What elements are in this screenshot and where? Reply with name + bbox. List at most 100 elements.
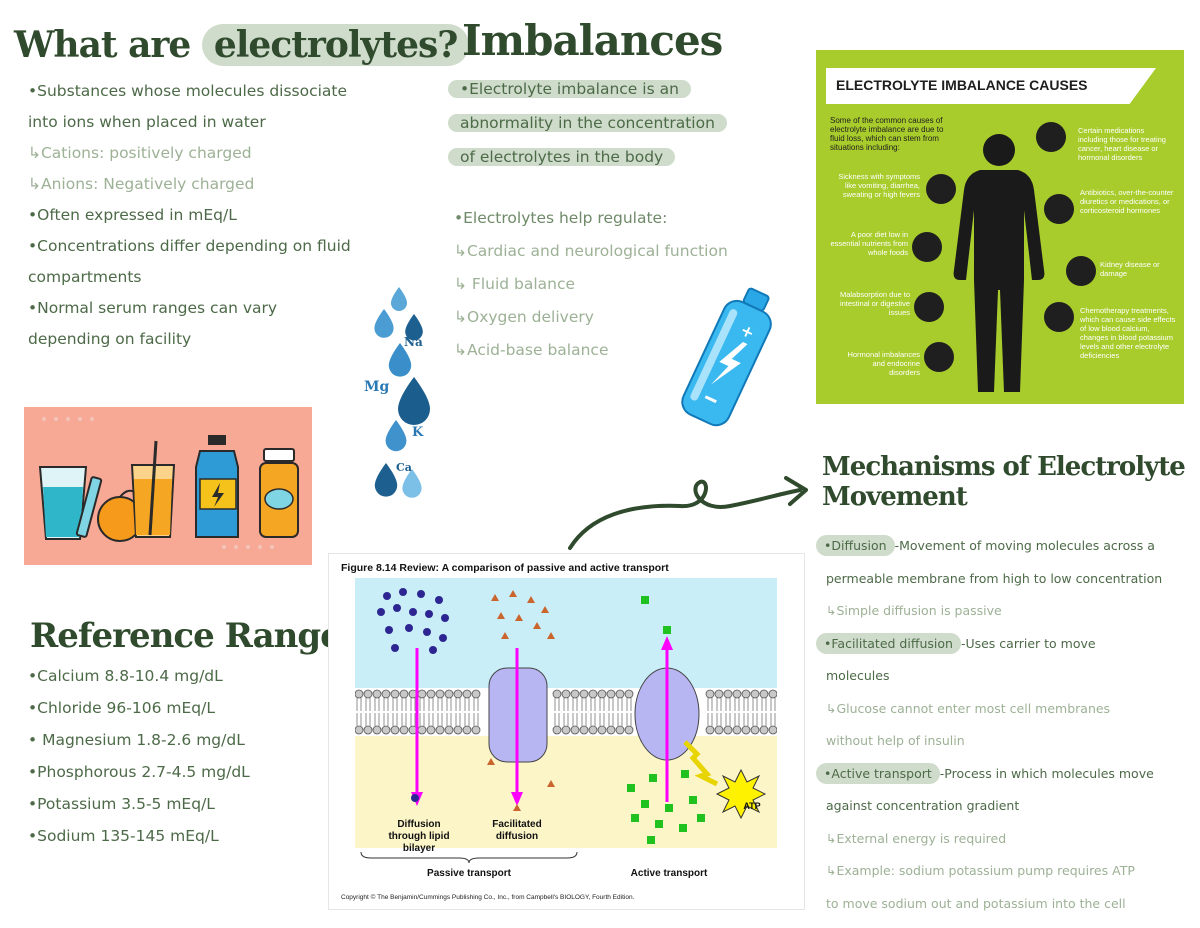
mechanisms-text: -Movement of moving molecules across a [894,538,1155,553]
mechanisms-text: to move sodium out and potassium into th… [826,895,1126,911]
mechanisms-line: •Active transport-Process in which molec… [816,758,1162,791]
reference-line: •Sodium 135-145 mEq/L [28,827,219,845]
mechanisms-text: ↳Glucose cannot enter most cell membrane… [826,700,1111,716]
hormone-icon [924,342,954,372]
bottle-icon: + [681,287,772,427]
mechanisms-line: to move sodium out and potassium into th… [816,888,1162,921]
passive-brace [360,851,578,864]
infographic-banner: ELECTROLYTE IMBALANCE CAUSES [826,68,1156,104]
mechanisms-line: ↳Simple diffusion is passive [816,595,1162,628]
what-title-b: electrolytes? [201,24,470,66]
what-line: •Concentrations differ depending on flui… [28,237,351,255]
imbalances-def-line: abnormality in the concentration [448,114,727,132]
reference-line: • Magnesium 1.8-2.6 mg/dL [28,731,245,749]
thermometer-icon [926,174,956,204]
what-line: ↳Anions: Negatively charged [28,175,255,193]
what-line: •Often expressed in mEq/L [28,206,237,224]
cause-right: Chemotherapy treatments, which can cause… [1080,306,1176,360]
mechanisms-line: •Facilitated diffusion-Uses carrier to m… [816,628,1162,661]
mechanisms-text: ↳Simple diffusion is passive [826,603,1002,618]
mechanisms-line: permeable membrane from high to low conc… [816,563,1162,596]
cause-right: Antibiotics, over-the-counter diuretics … [1080,188,1174,215]
ion-k: K [412,425,424,440]
what-line: •Substances whose molecules dissociate [28,82,348,100]
what-notes: •Substances whose molecules dissociate i… [28,76,351,355]
mechanisms-line: •Diffusion-Movement of moving molecules … [816,530,1162,563]
iv-bag-icon [1044,302,1074,332]
what-title: What are electrolytes? [14,24,470,66]
mechanisms-term: •Facilitated diffusion [816,632,961,654]
imbalances-def-line: of electrolytes in the body [448,148,676,166]
what-line: depending on facility [28,330,192,348]
reference-line: •Phosphorous 2.7-4.5 mg/dL [28,763,250,781]
cause-left: Malabsorption due to intestinal or diges… [839,290,910,317]
ion-droplets: Na Mg K Ca [356,285,446,505]
mechanisms-line: against concentration gradient [816,790,1162,823]
cause-left: Sickness with symptoms like vomiting, di… [838,172,920,199]
mechanisms-text: ↳External energy is required [826,830,1007,846]
sports-bottle-illustration: + [680,278,780,438]
reference-line: •Chloride 96-106 mEq/L [28,699,215,717]
mechanisms-line: ↳Example: sodium potassium pump requires… [816,855,1162,888]
what-line: •Normal serum ranges can vary [28,299,278,317]
what-line: ↳Cations: positively charged [28,144,252,162]
what-line: compartments [28,268,142,286]
mechanisms-text: without help of insulin [826,733,965,748]
capsules-icon [1044,194,1074,224]
membrane-diagram [355,578,777,848]
mechanisms-text: permeable membrane from high to low conc… [826,570,1163,586]
drinks-icons [38,417,299,549]
mechanisms-line: molecules [816,660,1162,693]
imbalances-definition: •Electrolyte imbalance is an abnormality… [448,72,727,174]
reference-list: •Calcium 8.8-10.4 mg/dL •Chloride 96-106… [28,660,250,852]
ion-na: Na [404,335,423,349]
intestine-icon [914,292,944,322]
mechanisms-title-line2: Movement [822,482,968,512]
imbalances-def-line: •Electrolyte imbalance is an [448,80,691,98]
imbalances-help-line: ↳Acid-base balance [454,341,609,359]
curly-arrow-icon [568,476,808,550]
scale-icon [912,232,942,262]
caption-diffusion: Diffusion through lipid bilayer [388,819,450,854]
imbalances-help-line: ↳ Fluid balance [454,275,576,293]
infographic-intro: Some of the common causes of electrolyte… [830,116,944,152]
kidney-icon [1066,256,1096,286]
reference-line: •Potassium 3.5-5 mEq/L [28,795,215,813]
cause-right: Kidney disease or damage [1100,260,1160,278]
reference-title: Reference Ranges [30,616,360,656]
human-silhouette-icon [953,134,1045,392]
mechanisms-term: •Active transport [816,762,940,784]
caption-passive: Passive transport [427,868,511,879]
ion-ca: Ca [396,461,412,474]
drinks-illustration [24,407,312,565]
what-title-a: What are [14,24,202,66]
cause-left: A poor diet low in essential nutrients f… [830,230,908,257]
imbalances-help: •Electrolytes help regulate: ↳Cardiac an… [454,202,728,367]
infographic-title: ELECTROLYTE IMBALANCE CAUSES [836,77,1088,93]
imbalances-title: Imbalances [462,16,723,65]
caption-facilitated: Facilitated diffusion [492,819,542,842]
transport-figure: Figure 8.14 Review: A comparison of pass… [328,553,805,910]
mechanisms-text: molecules [826,668,890,683]
cause-left: Hormonal imbalances and endocrine disord… [847,350,920,377]
figure-copyright: Copyright © The Benjamin/Cummings Publis… [341,894,635,901]
cause-right: Certain medications including those for … [1078,126,1166,162]
figure-atp-label: ATP [743,801,761,811]
mechanisms-text: ↳Example: sodium potassium pump requires… [826,863,1135,878]
pill-icon [1036,122,1066,152]
mechanisms-title: Mechanisms of Electrolyte Movement [822,452,1186,512]
mechanisms-line: ↳External energy is required [816,823,1162,856]
mechanisms-notes: •Diffusion-Movement of moving molecules … [816,530,1162,920]
imbalances-help-line: ↳Cardiac and neurological function [454,242,728,260]
mechanisms-text: against concentration gradient [826,798,1020,813]
mechanisms-line: ↳Glucose cannot enter most cell membrane… [816,693,1162,726]
mechanisms-term: •Diffusion [816,535,895,556]
ion-mg: Mg [364,379,390,395]
mechanisms-title-line1: Mechanisms of Electrolyte [822,452,1186,482]
imbalances-help-line: ↳Oxygen delivery [454,308,594,326]
mechanisms-text: -Process in which molecules move [939,765,1154,781]
mechanisms-line: without help of insulin [816,725,1162,758]
figure-title: Figure 8.14 Review: A comparison of pass… [341,562,669,574]
reference-line: •Calcium 8.8-10.4 mg/dL [28,667,223,685]
imbalances-help-title: •Electrolytes help regulate: [454,209,668,227]
